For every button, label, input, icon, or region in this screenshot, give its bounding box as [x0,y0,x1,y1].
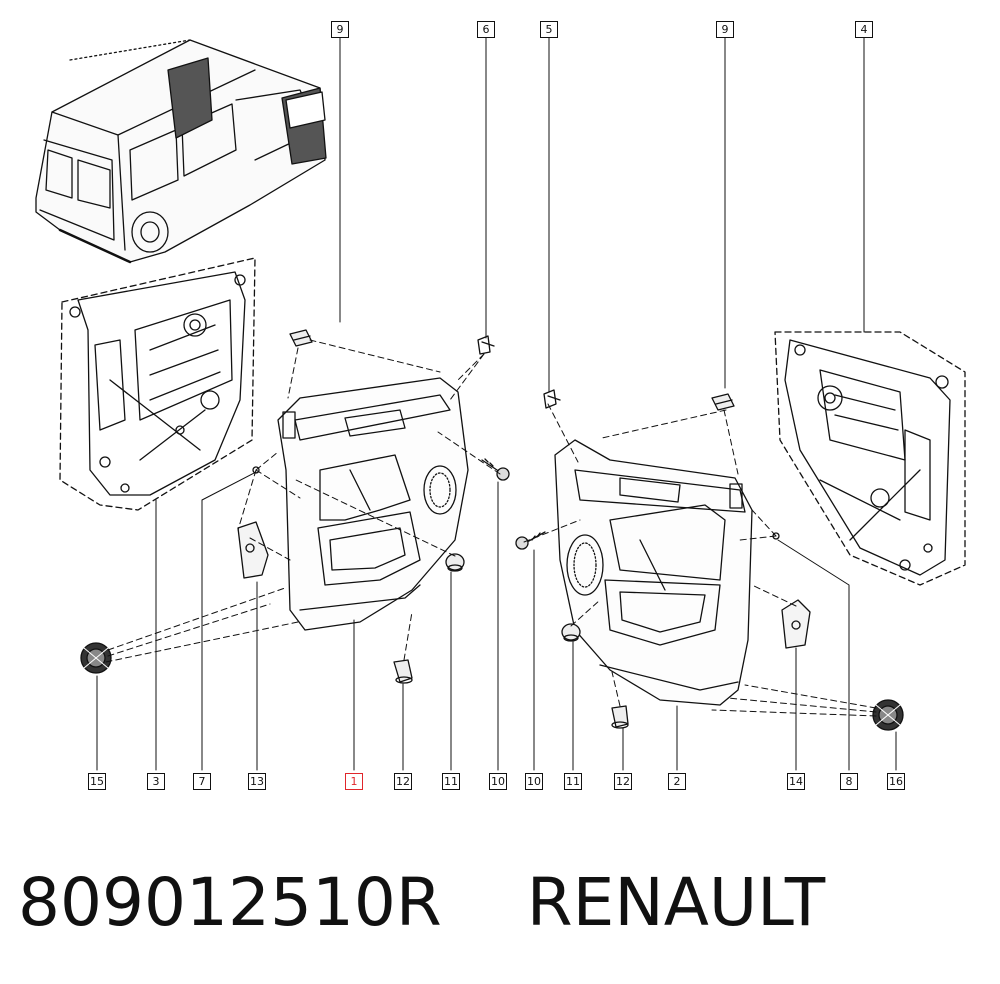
screw-10-right [515,531,546,550]
callout-label: 10 [525,773,543,790]
callout-label: 9 [331,21,349,38]
left-door-trim-panel [277,377,469,631]
callout-label: 12 [394,773,412,790]
callout-label: 14 [787,773,805,790]
screw-10-left [481,458,510,481]
plug-11-left [445,553,465,572]
callout-label: 4 [855,21,873,38]
clip-9-left [289,329,313,347]
brand-name: RENAULT [526,864,826,941]
callout-label: 11 [564,773,582,790]
bracket-6 [477,335,495,355]
part-caption: 809012510R RENAULT [18,858,825,948]
callout-label: 10 [489,773,507,790]
plug-12-left [393,659,413,684]
fastener-15 [80,642,112,674]
callout-label: 9 [716,21,734,38]
bracket-14 [781,599,811,649]
callout-label-highlighted: 1 [345,773,363,790]
exploded-parts-diagram [35,37,966,771]
callout-label: 7 [193,773,211,790]
callout-label: 5 [540,21,558,38]
part-number: 809012510R [18,864,442,941]
van-illustration [35,39,327,264]
bracket-13 [237,521,269,579]
callout-label: 6 [477,21,495,38]
callout-label: 11 [442,773,460,790]
fastener-16 [872,699,904,731]
callout-label: 15 [88,773,106,790]
callout-label: 13 [248,773,266,790]
assembly-dashed-lines [105,339,877,717]
left-window-regulator [59,257,256,511]
right-window-regulator [774,331,966,586]
callout-label: 12 [614,773,632,790]
plug-11-right [561,623,581,642]
plug-12-right [611,705,629,729]
clip-9-right [711,393,735,411]
callout-label: 16 [887,773,905,790]
callout-label: 8 [840,773,858,790]
bracket-5 [543,389,561,409]
callout-label: 2 [668,773,686,790]
right-door-trim-panel [554,439,753,706]
callout-leader-lines [96,37,897,771]
clip-7 [252,466,260,474]
callout-label: 3 [147,773,165,790]
